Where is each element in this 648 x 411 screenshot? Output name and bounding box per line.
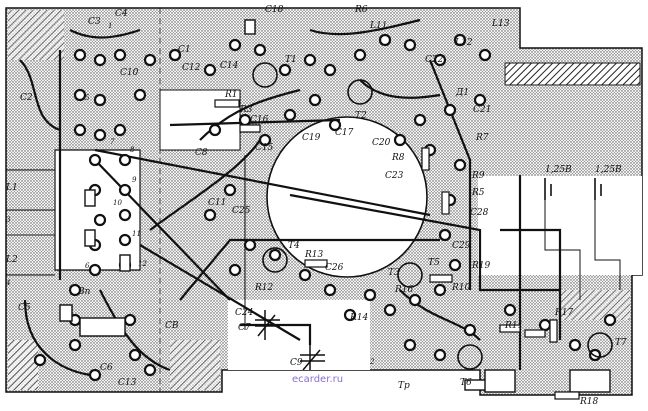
label-c21: C21: [473, 105, 491, 115]
label-c8: C8: [195, 148, 208, 158]
label-c15: C15: [255, 143, 274, 153]
label-c16: C16: [250, 115, 269, 125]
label-l13: L13: [491, 19, 510, 29]
label-r5: R5: [471, 188, 485, 198]
label-r10: R10: [451, 283, 471, 293]
label-r13: R13: [304, 250, 324, 260]
label-num-4: 4: [5, 279, 10, 287]
label-c22: C22: [425, 55, 444, 65]
label-num-10: 10: [113, 199, 122, 207]
label-t7: T7: [615, 338, 627, 348]
transistor-symbols: [252, 62, 613, 370]
watermark: ecarder.ru: [292, 374, 343, 385]
label-num-7: 7: [110, 138, 115, 146]
label-r18: R18: [579, 397, 599, 406]
label-num-8: 8: [130, 146, 135, 154]
battery-label-right: 1,25B: [595, 165, 622, 175]
label-num-6: 6: [85, 262, 90, 270]
label-c18: C18: [265, 5, 284, 15]
label-num-11: 11: [132, 230, 141, 238]
label-l1: L1: [5, 183, 18, 193]
label-c23: C23: [385, 171, 404, 181]
label-l12: L12: [454, 38, 473, 48]
label-c17: C17: [335, 128, 354, 138]
label-t1: T1: [285, 55, 297, 65]
label-t5: T5: [428, 258, 440, 268]
central-cutout: [266, 116, 428, 278]
label-c5: C5: [18, 303, 31, 313]
component-labels: C1 C2 C3 C4 C5 C6 C7 C8 C9 C10 C11 C12 C…: [5, 5, 627, 407]
label-c13: C13: [118, 378, 137, 388]
label-num-9: 9: [132, 176, 137, 184]
label-t4: T4: [288, 241, 300, 251]
label-c19: C19: [302, 133, 321, 143]
hatch-block-bottom-mid: [170, 340, 220, 390]
label-d1: Д1: [455, 88, 469, 98]
label-r1: R1: [224, 90, 238, 100]
label-c9: C9: [290, 358, 303, 368]
label-c2: C2: [20, 93, 33, 103]
battery-symbols: [544, 178, 602, 200]
label-c7: C7: [238, 323, 251, 333]
label-num-3: 3: [6, 216, 11, 224]
label-r14: R14: [349, 313, 369, 323]
label-l2: L2: [5, 255, 18, 265]
label-c25: C25: [232, 206, 251, 216]
label-c3: C3: [88, 17, 101, 27]
hatch-block-top-left: [8, 10, 64, 60]
label-t3: T3: [388, 268, 400, 278]
label-bn: Bn: [77, 287, 91, 297]
label-c14: C14: [220, 61, 239, 71]
label-r11: R11: [504, 321, 523, 331]
label-c6: C6: [100, 363, 113, 373]
label-num-2: 2: [369, 358, 375, 366]
label-c4: C4: [115, 9, 128, 19]
pads: [33, 33, 617, 382]
label-cb: CB: [165, 321, 179, 331]
label-c29: C29: [452, 241, 471, 251]
battery-label-left: 1,25B: [545, 165, 572, 175]
hatch-block-bottom-right: [560, 290, 630, 320]
label-num-12: 12: [138, 260, 147, 268]
hatch-block-bottom-left: [8, 340, 38, 390]
label-r12: R12: [254, 283, 274, 293]
label-r19: R19: [471, 261, 491, 271]
label-r7: R7: [475, 133, 489, 143]
label-c24: C24: [235, 308, 254, 318]
clear-area-left: [54, 149, 141, 271]
resistor-bodies: [214, 99, 580, 400]
label-r17: R17: [554, 308, 574, 318]
label-num-1: 1: [108, 22, 112, 30]
label-l11: L11: [369, 21, 387, 31]
label-t6: T6: [460, 378, 472, 388]
variable-capacitors: [255, 310, 325, 371]
label-t2: T2: [355, 111, 367, 121]
label-c20: C20: [372, 138, 391, 148]
label-r3: R3: [239, 105, 253, 115]
label-r8: R8: [391, 153, 405, 163]
label-c12: C12: [182, 63, 201, 73]
label-c28: C28: [470, 208, 489, 218]
label-r9: R9: [471, 171, 485, 181]
capacitor-bodies: [59, 19, 611, 393]
hatch-block-top-right: [504, 62, 641, 86]
label-r6: R6: [354, 5, 368, 15]
label-c10: C10: [120, 68, 139, 78]
label-c11: C11: [208, 198, 226, 208]
label-tp: Tp: [398, 381, 410, 391]
label-r16: R16: [394, 285, 414, 295]
label-num-5: 5: [85, 94, 90, 102]
label-c1: C1: [178, 45, 191, 55]
label-c26: C26: [325, 263, 344, 273]
